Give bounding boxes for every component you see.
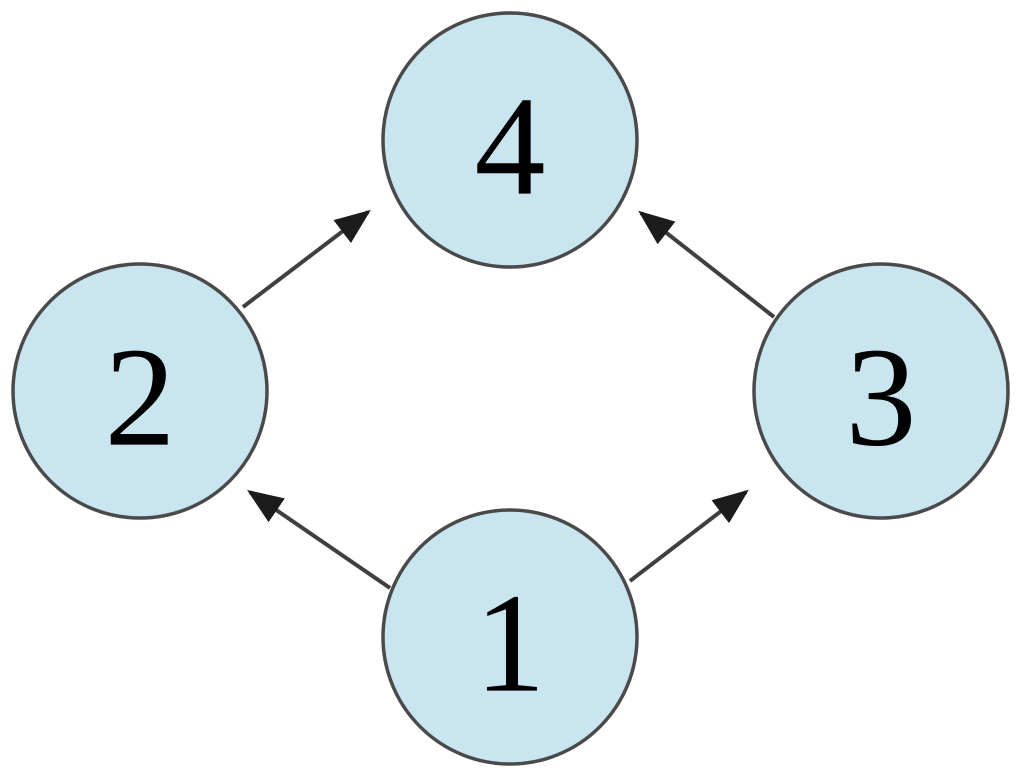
node-label-2: 2 [105,318,176,476]
node-label-1: 1 [475,564,546,722]
edge-1-to-3 [628,489,749,583]
edge-1-to-2 [247,489,392,590]
node-circle-2 [11,262,269,520]
edge-2-to-4 [241,209,371,309]
node-circle-3 [752,262,1010,520]
node-circle-1 [381,508,639,766]
edge-3-to-4 [638,210,776,319]
node-label-3: 3 [846,318,917,476]
node-circle-4 [381,11,639,269]
node-label-4: 4 [475,67,546,225]
graph-node-2: 2 [11,262,269,520]
graph-node-1: 1 [381,508,639,766]
graph-node-3: 3 [752,262,1010,520]
graph-node-4: 4 [381,11,639,269]
